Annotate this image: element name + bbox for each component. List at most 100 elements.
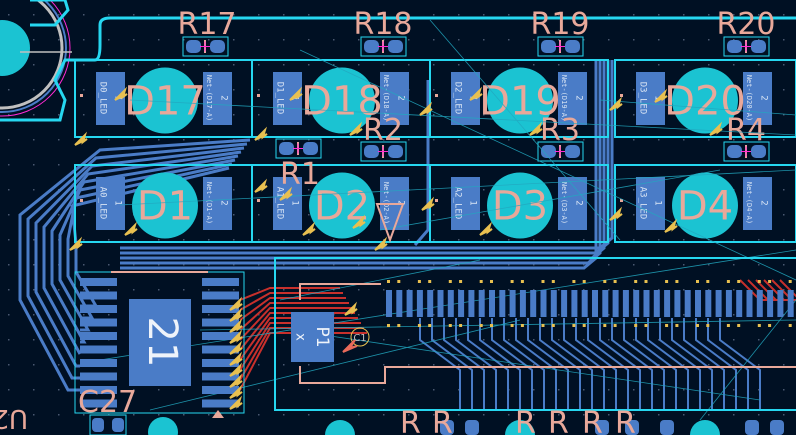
resistor-r3[interactable]: R3 [537,113,584,162]
connector-pad[interactable] [725,290,732,317]
pad[interactable] [210,40,225,53]
ic-pad[interactable] [202,318,239,327]
pad[interactable] [279,142,294,155]
connector-pad[interactable] [674,290,681,317]
connector-pad[interactable] [756,290,763,317]
connector-pad[interactable] [715,290,722,317]
ic-pad[interactable] [202,399,239,408]
pad[interactable] [727,145,742,158]
pad-2[interactable] [203,177,232,230]
pad[interactable] [186,40,201,53]
mounting-hole[interactable] [0,0,796,122]
pad[interactable] [303,142,318,155]
connector-pad[interactable] [746,290,753,317]
resistor-r4[interactable]: R4 [723,113,770,162]
connector-pad[interactable] [519,290,526,317]
pad[interactable] [364,145,379,158]
ic-pad[interactable] [80,399,117,408]
pad[interactable] [751,40,766,53]
connector-pad[interactable] [406,290,413,317]
pad[interactable] [727,40,742,53]
connector-pad[interactable] [550,290,557,317]
pad[interactable] [388,40,403,53]
pad[interactable] [660,420,674,435]
connector-pad[interactable] [664,290,671,317]
pad[interactable] [751,145,766,158]
connector-pad[interactable] [571,290,578,317]
ic-footprint[interactable]: 21 C27 U2 [0,271,245,435]
ic-pad[interactable] [80,345,117,354]
connector-region[interactable]: P1 x C1 [274,257,796,435]
connector-pad[interactable] [602,290,609,317]
resistor-r20[interactable]: R20 [716,7,776,57]
resistor-r19[interactable]: R19 [530,7,590,57]
pad[interactable] [465,420,479,435]
ic-pad[interactable] [202,332,239,340]
connector-pad[interactable] [767,290,774,317]
pad-1[interactable] [451,177,480,230]
ic-pad[interactable] [80,291,117,300]
ic-pad[interactable] [202,305,239,313]
ic-pad[interactable] [202,291,239,300]
resistor-r2[interactable]: R2 [360,113,407,162]
pad[interactable] [595,420,609,435]
connector-pad[interactable] [612,290,619,317]
connector-pad[interactable] [643,290,650,317]
resistor-r1[interactable]: R1 [275,138,322,192]
connector-pad[interactable] [777,290,784,317]
pad-1[interactable] [273,177,302,230]
pad[interactable] [745,420,759,435]
connector-pad[interactable] [447,290,454,317]
pad[interactable] [388,145,403,158]
pad-2[interactable] [743,177,772,230]
connector-pad[interactable] [386,290,392,317]
ic-pad[interactable] [80,305,117,313]
connector-pad[interactable] [787,290,794,317]
pad-2[interactable] [558,72,587,125]
ic-pad[interactable] [202,372,239,381]
pad[interactable] [565,145,580,158]
connector-pad[interactable] [622,290,629,317]
connector-pad[interactable] [633,290,640,317]
ic-pad[interactable] [80,278,117,286]
pad[interactable] [440,420,454,435]
connector-pad[interactable] [736,290,743,317]
ic-body-pad[interactable] [129,299,191,386]
pad[interactable] [625,420,639,435]
pad[interactable] [541,145,556,158]
connector-pad[interactable] [468,290,475,317]
resistor-r17[interactable]: R17 [177,7,237,57]
connector-pad[interactable] [499,290,506,317]
connector-pad[interactable] [458,290,465,317]
connector-pad[interactable] [592,290,598,317]
pad-2[interactable] [203,72,232,125]
pad-1[interactable] [636,177,665,230]
pad[interactable] [565,40,580,53]
pad-1[interactable] [96,177,125,230]
connector-pad[interactable] [489,290,495,317]
connector-pad[interactable] [478,290,485,317]
pad[interactable] [770,420,784,435]
ic-pad[interactable] [80,386,117,394]
connector-pad[interactable] [705,290,712,317]
ic-pad[interactable] [202,386,239,394]
connector-pad[interactable] [509,290,516,317]
ic-pad[interactable] [80,372,117,381]
connector-pad[interactable] [684,290,691,317]
connector-pad[interactable] [653,290,660,317]
ic-pad[interactable] [80,332,117,340]
connector-pad[interactable] [437,290,444,317]
ic-pad[interactable] [80,318,117,327]
connector-pad[interactable] [581,290,588,317]
p1-pad[interactable] [291,312,334,362]
connector-pad[interactable] [530,290,537,317]
